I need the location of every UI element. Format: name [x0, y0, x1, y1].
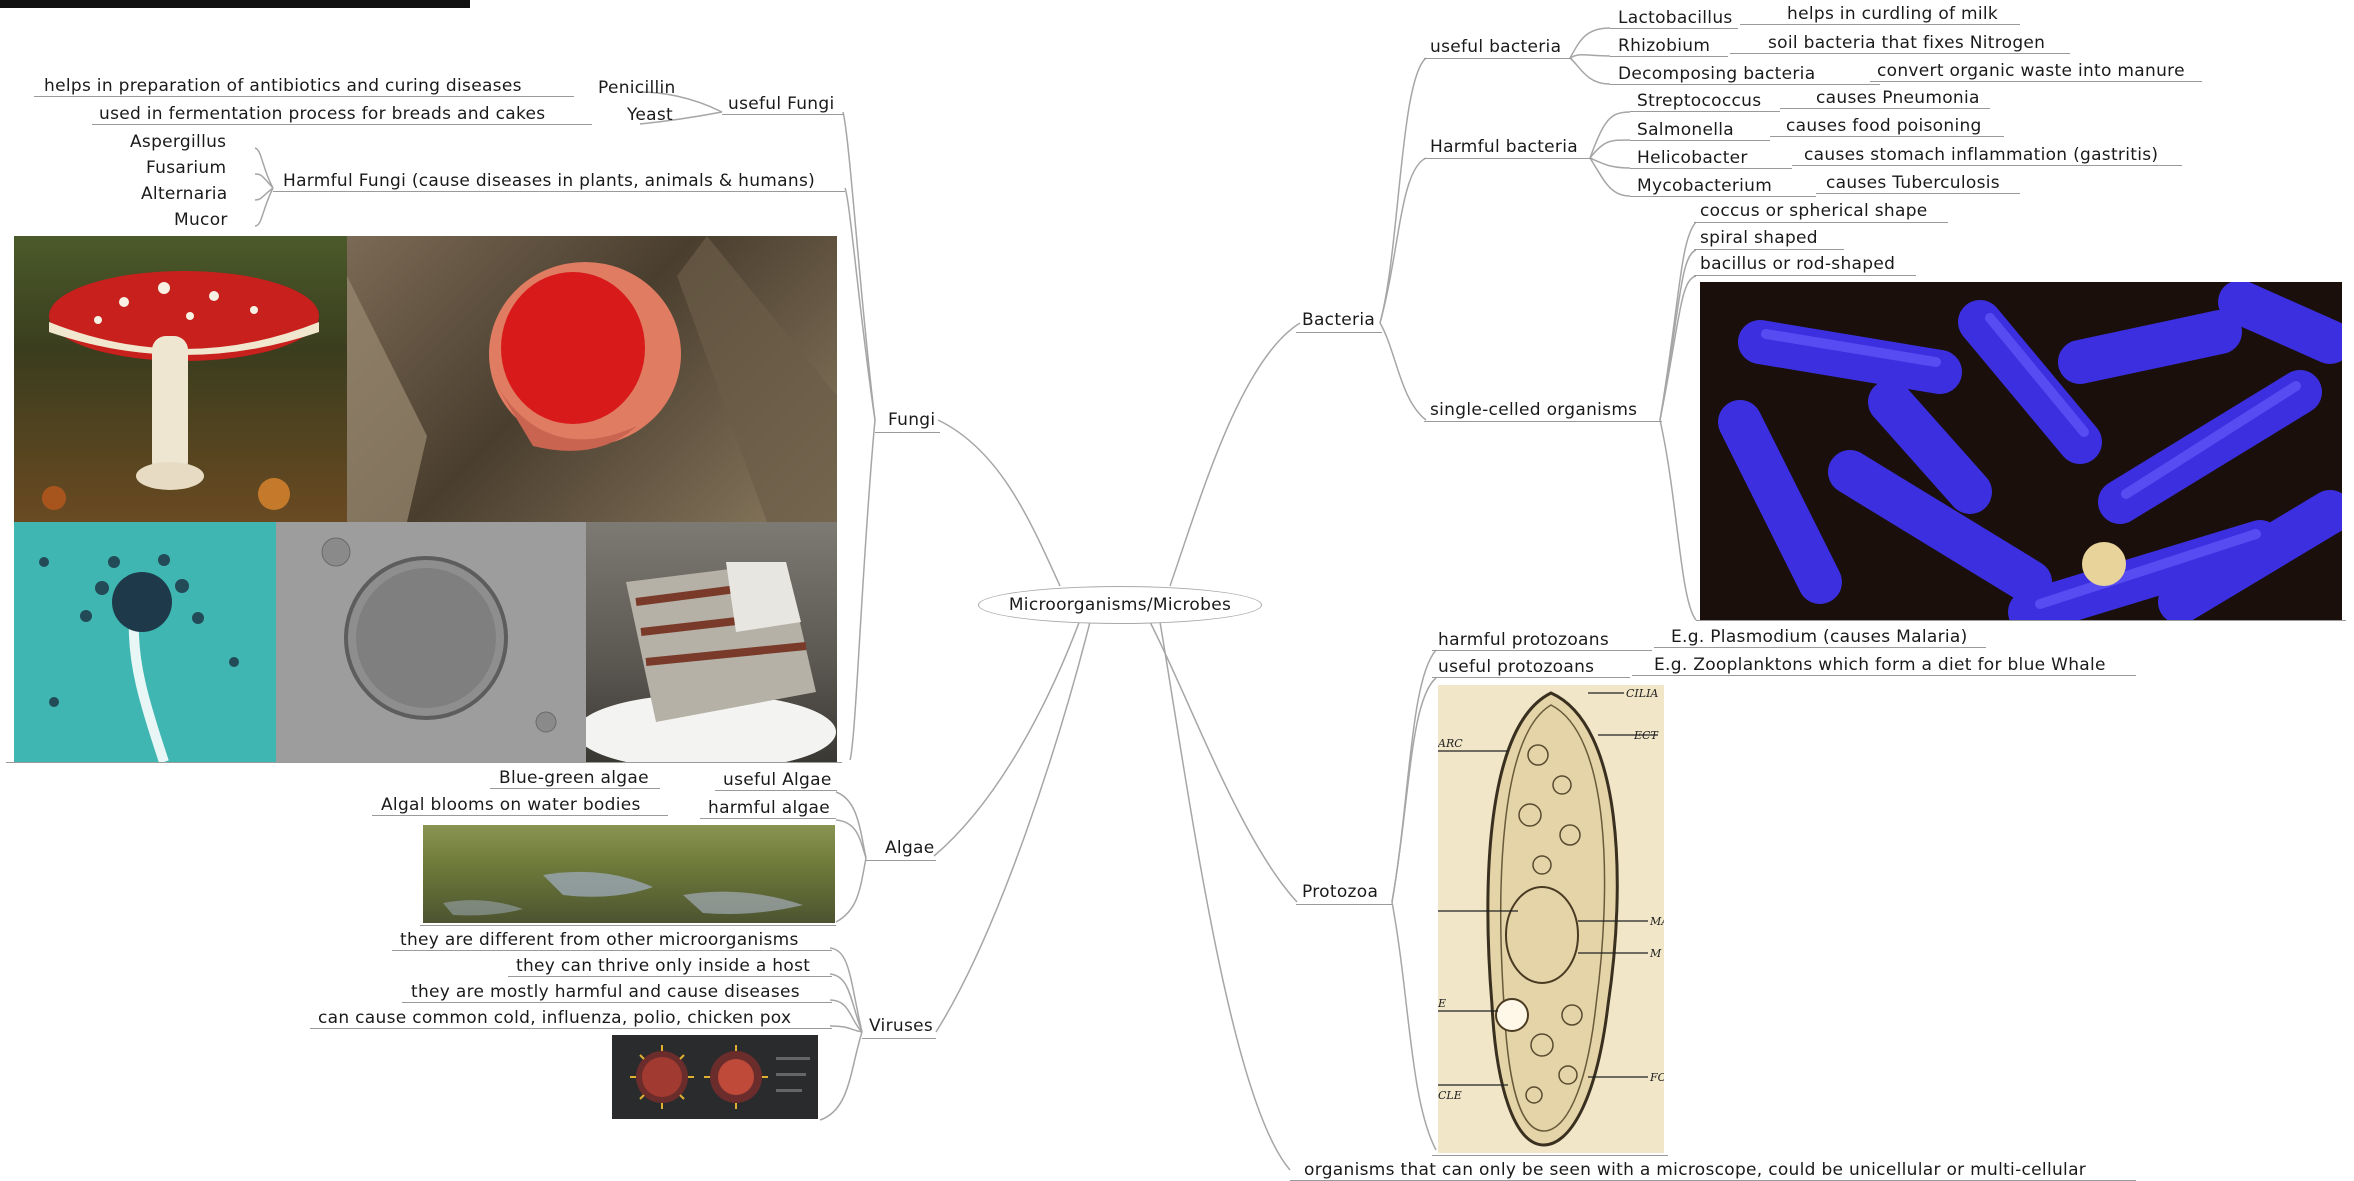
scarlet-cup-photo [347, 236, 837, 522]
central-topic-label: Microorganisms/Microbes [1009, 595, 1231, 615]
fungi-yeast-desc: used in fermentation process for breads … [99, 104, 545, 124]
link-protozoa [1150, 622, 1297, 902]
link-fungi [938, 420, 1060, 586]
bacteria-mycobacterium[interactable]: Mycobacterium [1637, 176, 1772, 196]
diagram-label-e: E [1438, 997, 1446, 1010]
fungi-aspergillus[interactable]: Aspergillus [130, 132, 226, 152]
diagram-label-cilia: CILIA [1626, 687, 1658, 700]
paramecium-diagram: CILIA ECT ARC MA M FO CLE E [1438, 685, 1664, 1153]
fungi-yeast[interactable]: Yeast [627, 105, 673, 125]
protozoa-harmful-desc: E.g. Plasmodium (causes Malaria) [1671, 627, 1968, 647]
algae-harmful-label[interactable]: harmful algae [708, 798, 830, 818]
fly-agaric-photo [14, 236, 347, 522]
bacteria-shape-bacillus[interactable]: bacillus or rod-shaped [1700, 254, 1895, 274]
bacteria-rhizobium-desc: soil bacteria that fixes Nitrogen [1768, 33, 2045, 53]
branch-bacteria[interactable]: Bacteria [1302, 310, 1375, 330]
bacteria-micrograph [1700, 282, 2342, 620]
diagram-label-ect: ECT [1633, 729, 1659, 742]
algal-bloom-photo [423, 825, 835, 923]
branch-viruses[interactable]: Viruses [869, 1016, 933, 1036]
bacteria-harmful-label[interactable]: Harmful bacteria [1430, 137, 1578, 157]
protozoa-useful-label[interactable]: useful protozoans [1438, 657, 1594, 677]
bacteria-salmonella[interactable]: Salmonella [1637, 120, 1734, 140]
bacteria-shape-spiral[interactable]: spiral shaped [1700, 228, 1818, 248]
bacteria-streptococcus-desc: causes Pneumonia [1816, 88, 1980, 108]
diagram-label-arc: ARC [1438, 737, 1463, 750]
definition-text: organisms that can only be seen with a m… [1304, 1160, 2136, 1180]
bacteria-single-celled-label[interactable]: single-celled organisms [1430, 400, 1637, 420]
algae-useful-desc: Blue-green algae [499, 768, 649, 788]
virus-fact-2: they can thrive only inside a host [516, 956, 810, 976]
fungi-penicillin[interactable]: Penicillin [598, 78, 676, 98]
bacteria-rhizobium[interactable]: Rhizobium [1618, 36, 1710, 56]
fungi-harmful-label[interactable]: Harmful Fungi (cause diseases in plants,… [283, 171, 815, 191]
diagram-label-fo: FO [1649, 1071, 1664, 1084]
virus-fact-4: can cause common cold, influenza, polio,… [318, 1008, 791, 1028]
bacteria-shape-coccus[interactable]: coccus or spherical shape [1700, 201, 1928, 221]
virus-fact-3: they are mostly harmful and cause diseas… [411, 982, 800, 1002]
link-harmful-fungi [845, 188, 875, 420]
bacteria-decomposing-desc: convert organic waste into manure [1877, 61, 2185, 81]
branch-algae[interactable]: Algae [885, 838, 935, 858]
fungi-penicillin-desc: helps in preparation of antibiotics and … [44, 76, 522, 96]
diagram-label-m: M [1649, 947, 1662, 960]
bacteria-mycobacterium-desc: causes Tuberculosis [1826, 173, 2000, 193]
link-bacteria [1170, 323, 1300, 586]
bacteria-useful-label[interactable]: useful bacteria [1430, 37, 1561, 57]
aspergillus-micrograph [14, 522, 276, 762]
algae-harmful-desc: Algal blooms on water bodies [381, 795, 641, 815]
virus-fact-1: they are different from other microorgan… [400, 930, 799, 950]
bacteria-salmonella-desc: causes food poisoning [1786, 116, 1982, 136]
virus-illustration [612, 1035, 818, 1119]
link-viruses [936, 622, 1090, 1032]
algae-useful-label[interactable]: useful Algae [723, 770, 832, 790]
fungi-alternaria[interactable]: Alternaria [141, 184, 228, 204]
protozoa-useful-desc: E.g. Zooplanktons which form a diet for … [1654, 655, 2106, 675]
central-topic[interactable]: Microorganisms/Microbes [978, 586, 1262, 624]
fungal-cell-micrograph [276, 522, 586, 762]
protozoa-harmful-label[interactable]: harmful protozoans [1438, 630, 1609, 650]
fungi-mucor[interactable]: Mucor [174, 210, 228, 230]
diagram-label-cle: CLE [1438, 1089, 1462, 1102]
fungi-useful-label[interactable]: useful Fungi [728, 94, 835, 114]
bacteria-helicobacter-desc: causes stomach inflammation (gastritis) [1804, 145, 2158, 165]
bacteria-lactobacillus-desc: helps in curdling of milk [1787, 4, 1998, 24]
bacteria-decomposing[interactable]: Decomposing bacteria [1618, 64, 1815, 84]
fungi-fusarium[interactable]: Fusarium [146, 158, 226, 178]
link-definition [1160, 622, 1290, 1170]
moldy-bread-photo [586, 522, 837, 762]
bacteria-lactobacillus[interactable]: Lactobacillus [1618, 8, 1733, 28]
bacteria-helicobacter[interactable]: Helicobacter [1637, 148, 1748, 168]
diagram-label-ma: MA [1649, 915, 1664, 928]
link-useful-fungi [843, 112, 875, 420]
branch-fungi[interactable]: Fungi [888, 410, 935, 430]
bacteria-streptococcus[interactable]: Streptococcus [1637, 91, 1761, 111]
link-fungi-photos [850, 420, 875, 760]
branch-protozoa[interactable]: Protozoa [1302, 882, 1378, 902]
